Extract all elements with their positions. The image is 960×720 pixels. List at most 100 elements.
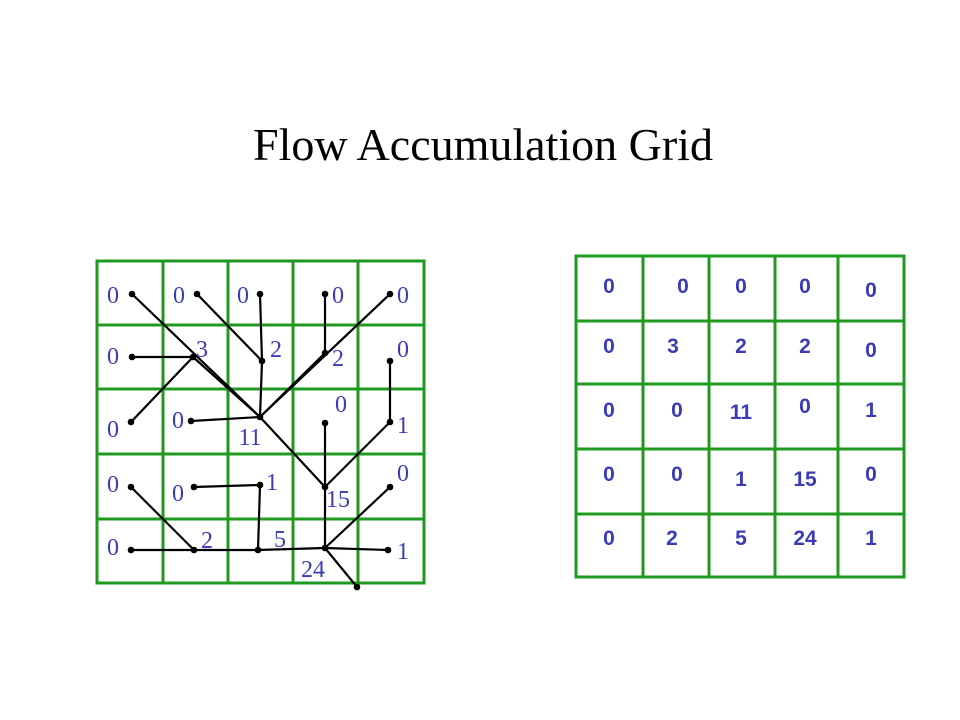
right-cell-value: 2 bbox=[666, 527, 678, 550]
right-cell-value: 11 bbox=[730, 401, 753, 424]
flow-network-nodes bbox=[127, 290, 394, 591]
flow-node bbox=[258, 357, 266, 365]
flow-node bbox=[187, 417, 195, 425]
flow-node bbox=[321, 544, 329, 552]
flow-node bbox=[384, 546, 392, 554]
flow-node bbox=[190, 546, 198, 554]
left-cell-label: 1 bbox=[266, 470, 278, 496]
right-cell-value: 0 bbox=[865, 339, 877, 362]
flow-node bbox=[321, 349, 329, 357]
right-cell-value: 1 bbox=[865, 399, 877, 422]
flow-line bbox=[324, 421, 391, 488]
flow-line bbox=[258, 360, 264, 418]
flow-line bbox=[192, 356, 261, 418]
flow-line bbox=[257, 546, 326, 552]
flow-line bbox=[190, 415, 261, 423]
left-cell-label: 11 bbox=[238, 425, 261, 451]
flow-node bbox=[256, 290, 264, 298]
right-cell-value: 0 bbox=[671, 463, 683, 486]
right-cell-value: 2 bbox=[799, 335, 811, 358]
flow-line bbox=[324, 486, 391, 549]
flow-node bbox=[127, 483, 135, 491]
flow-node bbox=[256, 481, 264, 489]
left-cell-label: 0 bbox=[237, 283, 249, 309]
flow-node bbox=[189, 353, 197, 361]
flow-line bbox=[256, 484, 262, 551]
right-cell-value: 0 bbox=[603, 335, 615, 358]
right-cell-value: 0 bbox=[603, 463, 615, 486]
flow-line bbox=[324, 547, 358, 588]
flow-network-lines bbox=[130, 293, 392, 588]
left-cell-label: 0 bbox=[397, 283, 409, 309]
flow-line bbox=[130, 486, 195, 551]
left-cell-label: 0 bbox=[107, 417, 119, 443]
right-cell-value: 0 bbox=[677, 275, 689, 298]
right-cell-value: 0 bbox=[799, 275, 811, 298]
left-cell-label: 0 bbox=[107, 283, 119, 309]
right-accumulation-grid bbox=[574, 254, 906, 579]
left-cell-label: 0 bbox=[397, 337, 409, 363]
right-cell-value: 0 bbox=[671, 399, 683, 422]
left-cell-label: 0 bbox=[397, 461, 409, 487]
right-cell-value: 24 bbox=[793, 527, 817, 550]
right-cell-value: 0 bbox=[865, 463, 877, 486]
flow-node bbox=[353, 583, 361, 591]
left-cell-label: 0 bbox=[172, 408, 184, 434]
left-cell-label: 1 bbox=[397, 539, 409, 565]
flow-node bbox=[321, 290, 329, 298]
flow-node bbox=[128, 353, 136, 361]
left-grid-border bbox=[95, 259, 426, 585]
right-cell-value: 0 bbox=[603, 275, 615, 298]
right-cell-value: 15 bbox=[793, 468, 817, 491]
flow-node bbox=[321, 483, 329, 491]
flow-node bbox=[386, 290, 394, 298]
left-cell-label: 0 bbox=[332, 283, 344, 309]
left-cell-label: 24 bbox=[301, 557, 325, 583]
flow-line bbox=[258, 293, 264, 362]
flow-node bbox=[127, 546, 135, 554]
left-cell-label: 1 bbox=[397, 413, 409, 439]
left-cell-label: 0 bbox=[107, 472, 119, 498]
left-cell-label: 2 bbox=[332, 346, 344, 372]
flow-node bbox=[128, 290, 136, 298]
flow-line bbox=[259, 416, 326, 488]
right-cell-value: 0 bbox=[603, 399, 615, 422]
flow-node bbox=[254, 546, 262, 554]
flow-node bbox=[386, 483, 394, 491]
right-cell-value: 0 bbox=[799, 395, 811, 418]
flow-line bbox=[193, 483, 261, 489]
right-cell-value: 1 bbox=[735, 468, 747, 491]
flow-node bbox=[386, 418, 394, 426]
right-cell-value: 3 bbox=[667, 335, 679, 358]
right-cell-value: 1 bbox=[865, 527, 877, 550]
left-cell-label: 0 bbox=[335, 392, 347, 418]
left-cell-label: 0 bbox=[107, 344, 119, 370]
flow-node bbox=[386, 357, 394, 365]
page-title: Flow Accumulation Grid bbox=[253, 119, 713, 170]
left-cell-label: 15 bbox=[326, 487, 350, 513]
right-cell-value: 0 bbox=[603, 527, 615, 550]
left-cell-label: 3 bbox=[196, 337, 208, 363]
flow-node bbox=[193, 290, 201, 298]
left-cell-label: 0 bbox=[173, 283, 185, 309]
left-cell-label: 2 bbox=[201, 528, 213, 554]
right-grid-labels: 0 0 0 0 0 0 3 2 2 0 0 0 11 0 1 0 0 1 15 0 0 2 5 24 1 bbox=[603, 275, 877, 550]
left-cell-label: 5 bbox=[274, 527, 286, 553]
left-flow-grid bbox=[95, 259, 426, 585]
flow-node bbox=[321, 419, 329, 427]
flow-line bbox=[196, 293, 263, 362]
left-cell-label: 0 bbox=[172, 481, 184, 507]
right-cell-value: 5 bbox=[735, 527, 747, 550]
flow-line bbox=[324, 546, 389, 552]
right-grid-border bbox=[574, 254, 906, 579]
right-cell-value: 2 bbox=[735, 335, 747, 358]
flow-node bbox=[127, 418, 135, 426]
flow-node bbox=[256, 413, 264, 421]
flow-node bbox=[190, 483, 198, 491]
right-cell-value: 0 bbox=[865, 279, 877, 302]
right-cell-value: 0 bbox=[735, 275, 747, 298]
left-cell-label: 0 bbox=[107, 535, 119, 561]
left-cell-label: 2 bbox=[270, 337, 282, 363]
